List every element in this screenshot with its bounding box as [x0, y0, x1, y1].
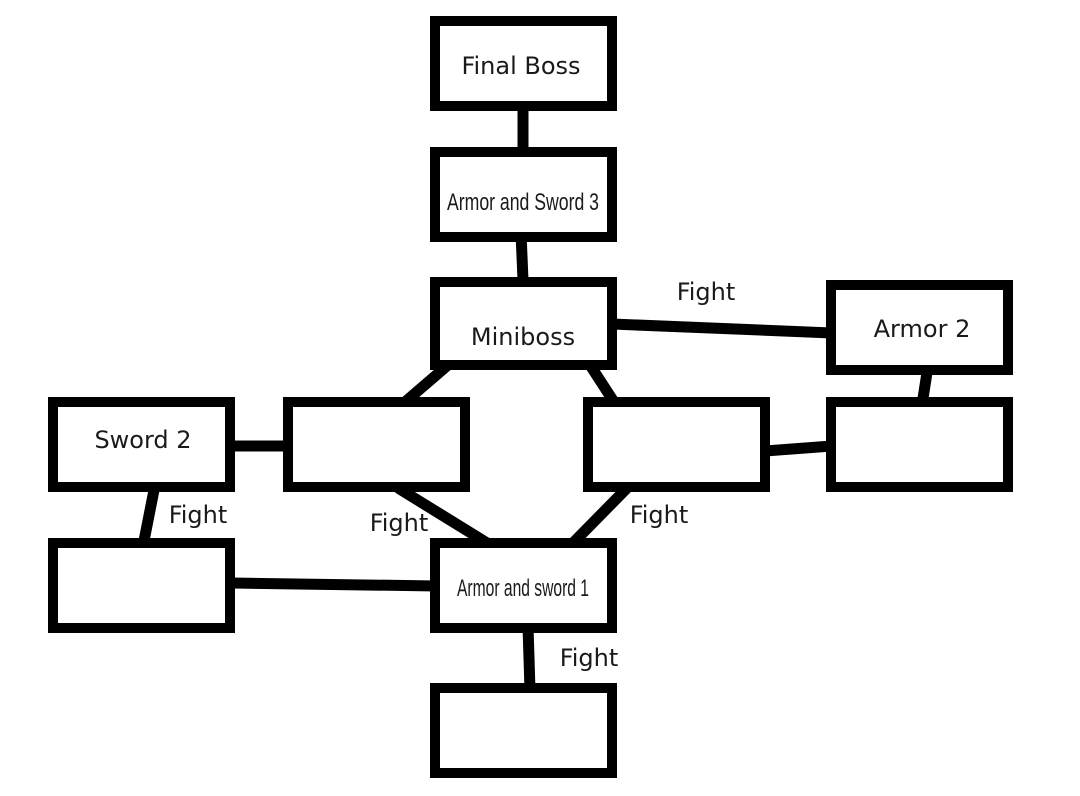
- edge-center-bottom: [522, 625, 536, 691]
- node-sword-2: [48, 397, 235, 492]
- edge-miniboss-leftmid: [401, 360, 452, 407]
- edge-labels: Fight Fight Fight Fight Fight: [169, 278, 736, 672]
- node-right-far: [826, 397, 1013, 492]
- nodes: [48, 16, 1013, 778]
- node-armor-2: [826, 280, 1013, 375]
- edge-miniboss-armor2: [611, 318, 833, 339]
- edge-label-center-bottom: Fight: [560, 644, 619, 672]
- label-armor-sword-1: Armor and sword 1: [457, 575, 589, 602]
- edge-leftbottom-center: [231, 577, 438, 592]
- edge-miniboss-rightmid: [585, 362, 619, 405]
- edge-label-rightmid-center: Fight: [630, 501, 689, 529]
- label-armor-2: Armor 2: [874, 315, 971, 343]
- edge-rightmid-center: [566, 481, 634, 550]
- label-miniboss: Miniboss: [471, 323, 575, 351]
- label-final-boss: Final Boss: [461, 52, 580, 80]
- node-bottom: [430, 683, 617, 778]
- node-final-boss: [430, 16, 617, 111]
- edge-sword2-leftbottom: [137, 483, 161, 548]
- edge-label-leftmid-center: Fight: [370, 509, 429, 537]
- label-armor-sword-3: Armor and Sword 3: [447, 189, 599, 216]
- edges: [137, 103, 934, 691]
- node-left-bottom: [48, 538, 235, 633]
- node-armor-sword-3: [430, 147, 617, 242]
- node-miniboss: [430, 277, 617, 370]
- node-armor-sword-1: [430, 538, 617, 633]
- label-sword-2: Sword 2: [94, 426, 191, 454]
- edge-label-sword2-leftbottom: Fight: [169, 501, 228, 529]
- node-left-mid: [283, 397, 470, 492]
- node-right-mid: [583, 397, 770, 492]
- edge-leftmid-center: [395, 483, 495, 551]
- edge-label-miniboss-armor2: Fight: [677, 278, 736, 306]
- edge-rightmid-rightfar: [764, 440, 833, 457]
- node-labels: Final Boss Armor and Sword 3 Miniboss Ar…: [94, 52, 970, 602]
